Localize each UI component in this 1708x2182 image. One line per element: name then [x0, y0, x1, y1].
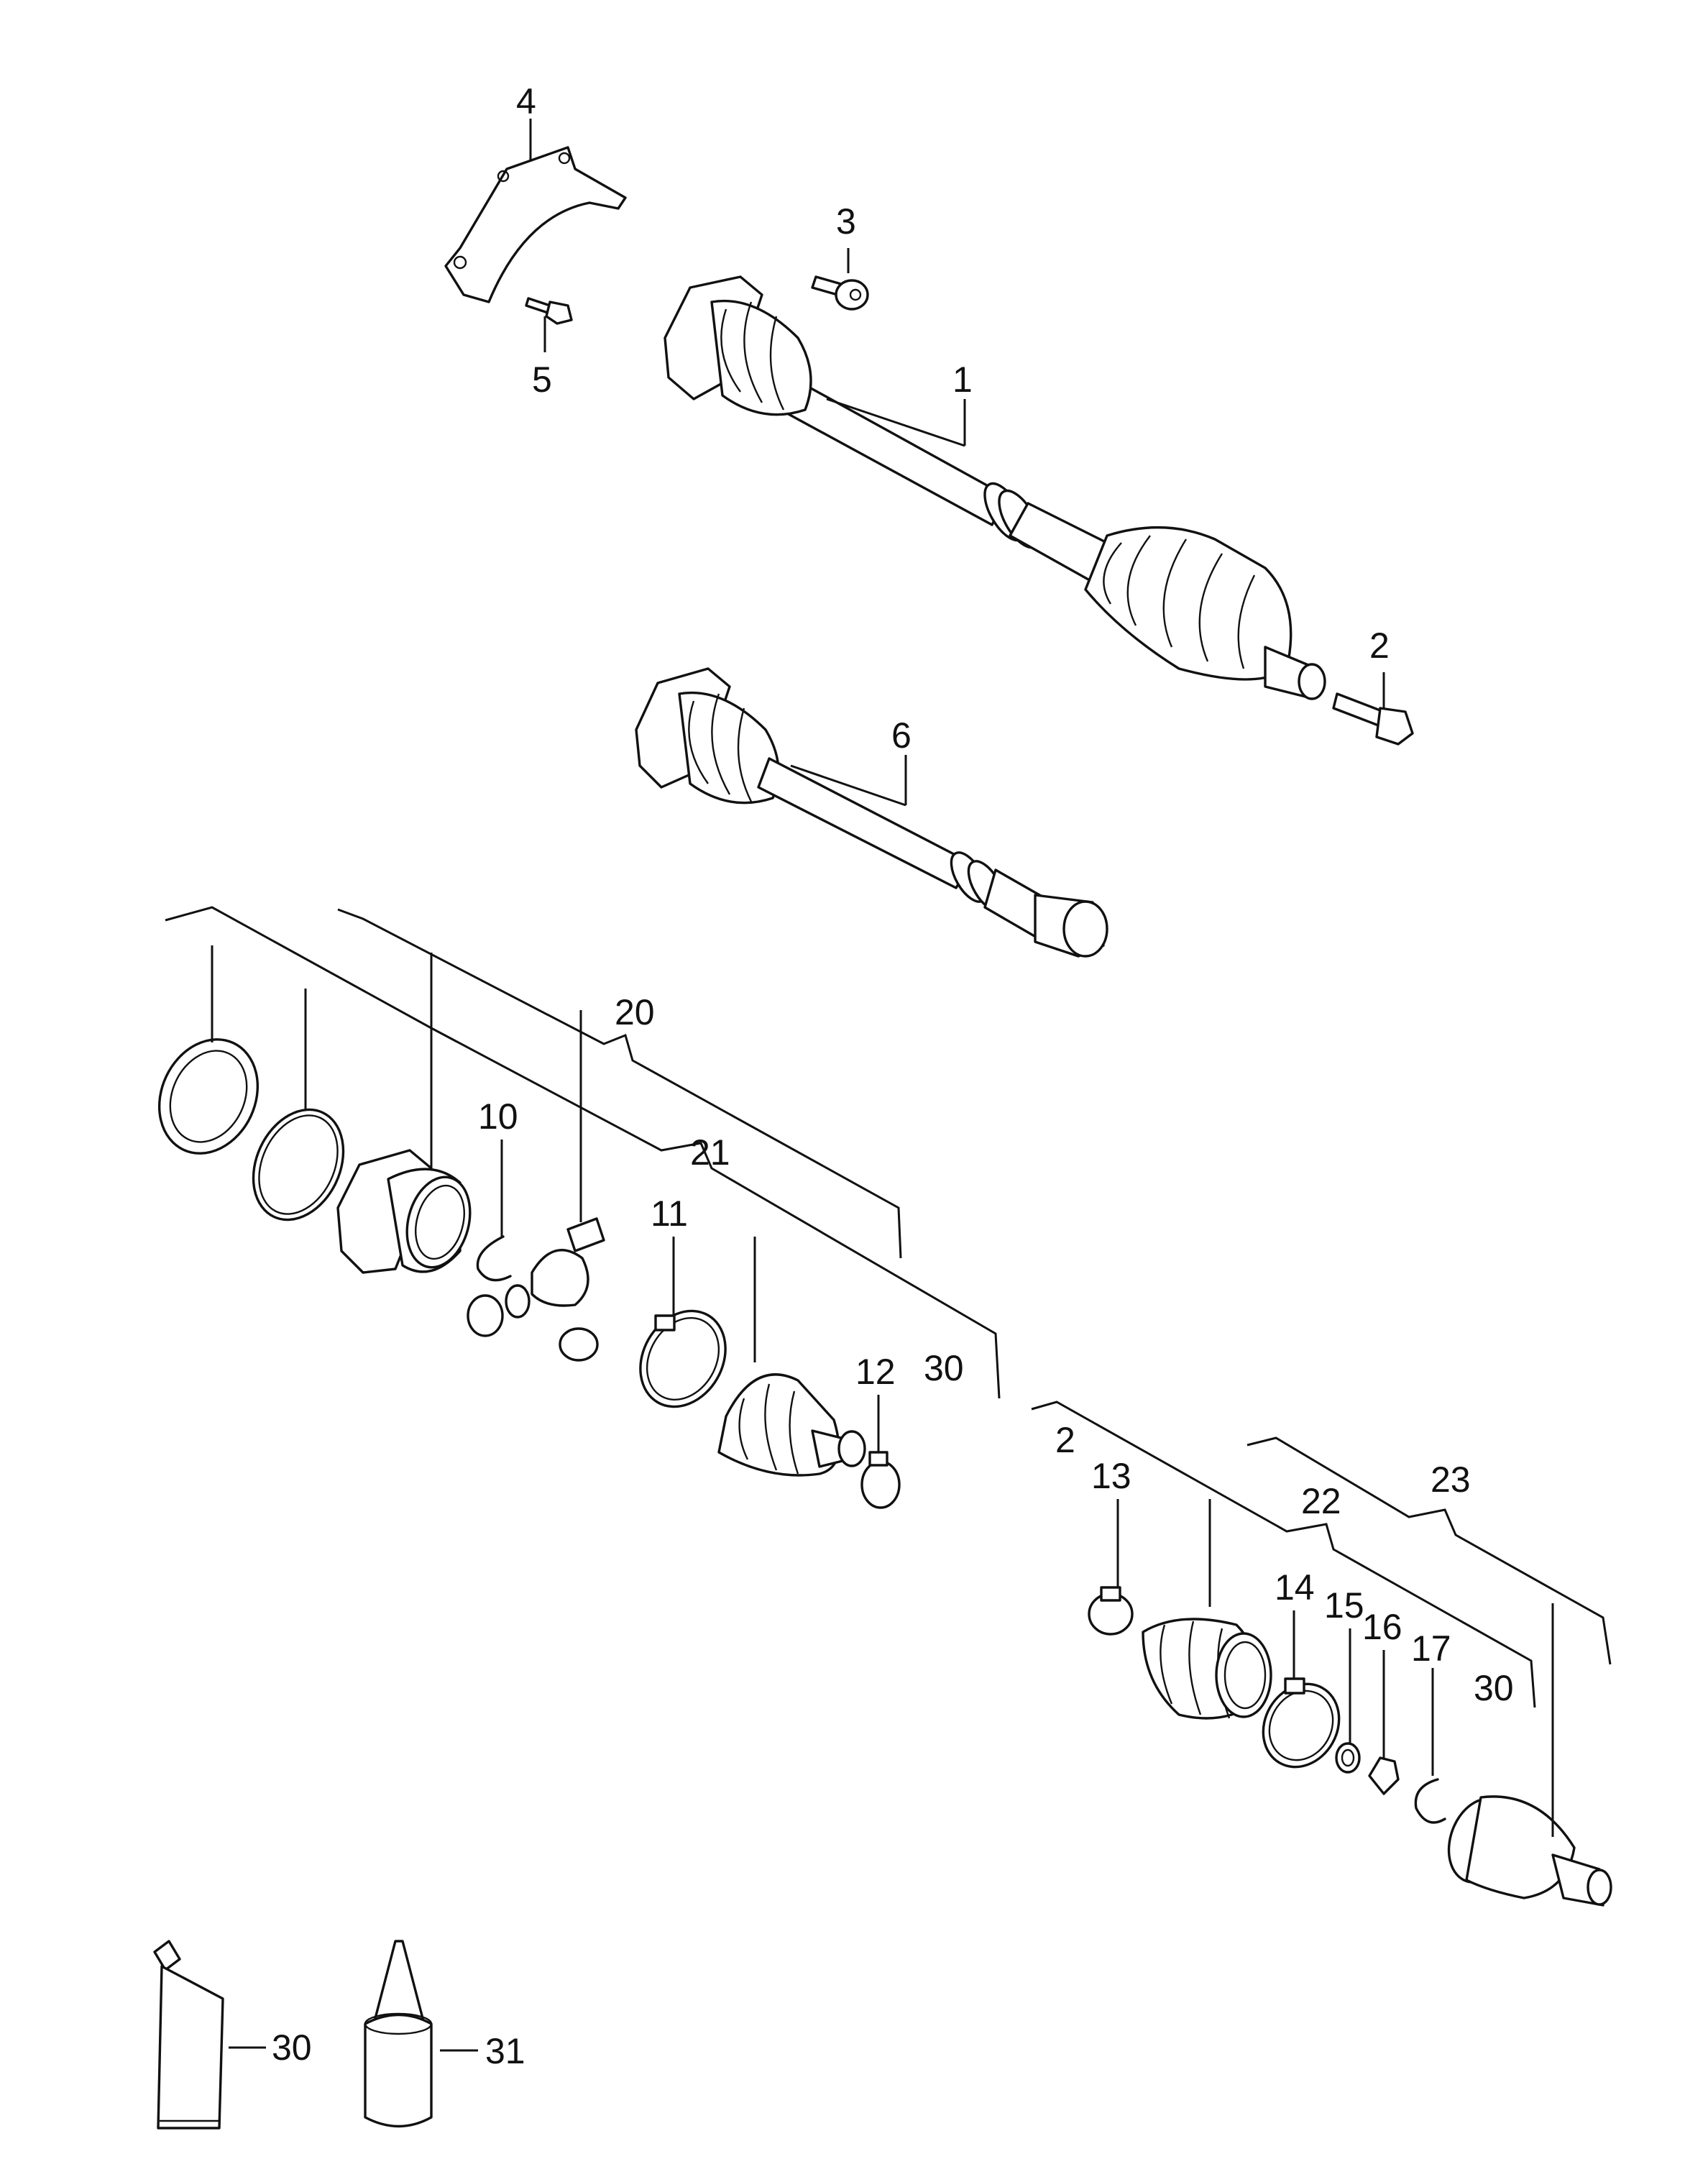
callout-1: 1: [952, 359, 973, 400]
grease-tube-part-30[interactable]: [153, 1940, 224, 2130]
leader-lines: [165, 119, 1612, 2052]
clamp-part-14[interactable]: [1249, 1670, 1354, 1781]
callout-21: 21: [690, 1132, 730, 1173]
ring-part-16[interactable]: [1368, 1756, 1400, 1795]
washer-part-15[interactable]: [1335, 1742, 1361, 1774]
clamp-part-12[interactable]: [860, 1451, 901, 1509]
callout-30-mid: 30: [924, 1348, 964, 1388]
bottle-part-31[interactable]: [364, 1940, 433, 2128]
callout-14: 14: [1275, 1567, 1315, 1608]
clamp-part-11[interactable]: [623, 1296, 742, 1422]
callout-labels: 4 5 3 1 2 6 20 10 21 11 12 30 2 13 22 23…: [272, 81, 1514, 2071]
circlip-part-17[interactable]: [1414, 1778, 1446, 1824]
callout-31: 31: [485, 2031, 525, 2071]
callout-4: 4: [516, 81, 536, 122]
callout-10: 10: [478, 1096, 518, 1137]
circlip-part-10[interactable]: [476, 1235, 512, 1282]
callout-6: 6: [891, 715, 912, 756]
bolt-part-3[interactable]: [811, 275, 869, 311]
boot-outer[interactable]: [1142, 1618, 1272, 1720]
spider-bearing[interactable]: [467, 1217, 605, 1362]
ring-part-thin[interactable]: [237, 1095, 361, 1234]
inner-joint-housing[interactable]: [336, 1149, 479, 1275]
callout-3: 3: [836, 201, 856, 242]
callout-22: 22: [1301, 1481, 1341, 1521]
drive-shaft-part-6[interactable]: [635, 667, 1108, 958]
callout-20: 20: [615, 992, 655, 1032]
drive-shaft-part-1[interactable]: [664, 275, 1326, 700]
callout-13: 13: [1091, 1456, 1131, 1496]
callout-23: 23: [1431, 1459, 1471, 1500]
bolt-part-2[interactable]: [1332, 692, 1414, 746]
callout-2-top: 2: [1369, 625, 1390, 666]
heat-shield-part-4[interactable]: [444, 146, 627, 303]
callout-30-right: 30: [1474, 1668, 1514, 1708]
ring-part-large[interactable]: [141, 1023, 275, 1170]
callout-30-bottom: 30: [272, 2027, 312, 2068]
callout-15: 15: [1324, 1585, 1364, 1626]
outer-cv-joint[interactable]: [1438, 1789, 1612, 1907]
callout-11: 11: [651, 1193, 688, 1234]
callout-5: 5: [532, 359, 552, 400]
clamp-part-13[interactable]: [1088, 1586, 1134, 1636]
callout-16: 16: [1362, 1607, 1402, 1647]
callout-12: 12: [855, 1352, 896, 1392]
bolt-part-5[interactable]: [525, 297, 573, 325]
boot-inner[interactable]: [717, 1373, 866, 1477]
callout-2-lower: 2: [1055, 1420, 1075, 1460]
callout-17: 17: [1411, 1628, 1451, 1669]
